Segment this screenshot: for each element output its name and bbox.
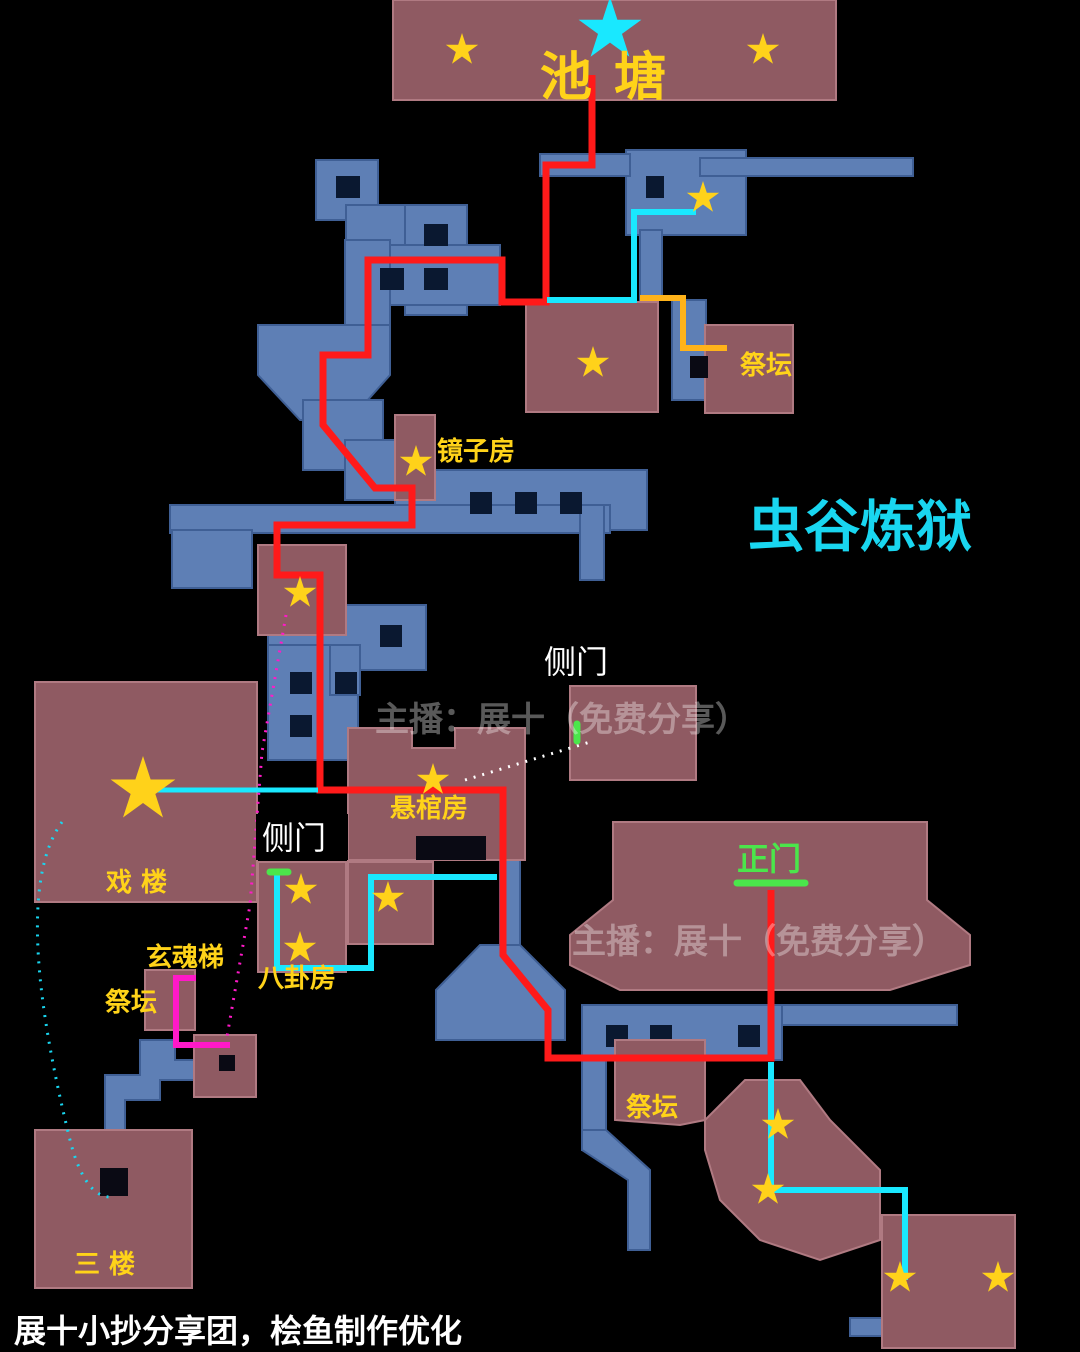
hole <box>380 625 402 647</box>
corridor <box>171 529 253 589</box>
room-side-door-top <box>569 685 697 781</box>
watermark-top: 主播：展十（免费分享） <box>375 700 749 740</box>
hole <box>646 176 664 198</box>
hole <box>336 176 360 198</box>
route-cyan-bagua <box>274 872 497 971</box>
label-third-floor: 三 楼 <box>74 1250 136 1280</box>
hole <box>470 492 492 514</box>
hole <box>560 492 582 514</box>
door-markers <box>266 720 809 887</box>
corridor <box>639 229 663 301</box>
label-opera-tower: 戏 楼 <box>106 868 168 898</box>
watermark-main: 主播：展十（免费分享） <box>572 922 946 962</box>
corridor <box>435 944 566 1041</box>
corridor <box>104 1039 197 1131</box>
hole <box>380 268 404 290</box>
route-dotted-cyan <box>35 821 111 1199</box>
label-pond: 池 塘 <box>540 48 669 108</box>
route-red-main <box>273 75 775 1062</box>
corridor <box>699 157 914 177</box>
label-altar-left: 祭坛 <box>105 988 158 1018</box>
room-altar-top <box>704 324 794 414</box>
route-orange <box>640 295 727 351</box>
hole <box>416 836 486 860</box>
room-third-floor <box>34 1129 193 1289</box>
hole <box>100 1168 128 1196</box>
corridor-holes <box>290 176 760 1047</box>
corridor <box>581 1129 651 1251</box>
hole <box>424 224 448 246</box>
hole <box>290 715 312 737</box>
label-side-door-left: 侧门 <box>262 819 327 857</box>
hole <box>424 268 448 290</box>
routes <box>35 75 908 1280</box>
label-altar-bottom: 祭坛 <box>626 1093 679 1123</box>
route-dotted-white <box>464 740 591 782</box>
credit-text: 展十小抄分享团，桧鱼制作优化 <box>14 1312 463 1350</box>
hole <box>738 1025 760 1047</box>
hole <box>690 356 708 378</box>
hole <box>335 672 357 694</box>
corridor <box>579 504 605 581</box>
label-side-door-top: 侧门 <box>544 643 609 681</box>
label-mirror-room: 镜子房 <box>437 437 516 467</box>
corridor <box>849 1317 883 1337</box>
label-bagua-room: 八卦房 <box>258 964 337 994</box>
route-cyan-top <box>547 209 696 303</box>
label-altar-top: 祭坛 <box>740 351 793 381</box>
room-coffin <box>347 727 526 861</box>
corridor <box>169 504 611 534</box>
side-door-label-bg <box>256 814 348 860</box>
label-soul-ladder: 玄魂梯 <box>146 943 225 973</box>
room-lower-right <box>704 1079 881 1262</box>
label-main-gate: 正门 <box>737 840 802 878</box>
map-title: 虫谷炼狱 <box>748 495 972 560</box>
rooms <box>34 0 1016 1349</box>
hole <box>219 1055 235 1071</box>
label-coffin-room: 悬棺房 <box>390 794 469 824</box>
room-holes <box>100 356 708 1196</box>
hole <box>515 492 537 514</box>
hole <box>290 672 312 694</box>
route-magenta <box>173 975 230 1048</box>
